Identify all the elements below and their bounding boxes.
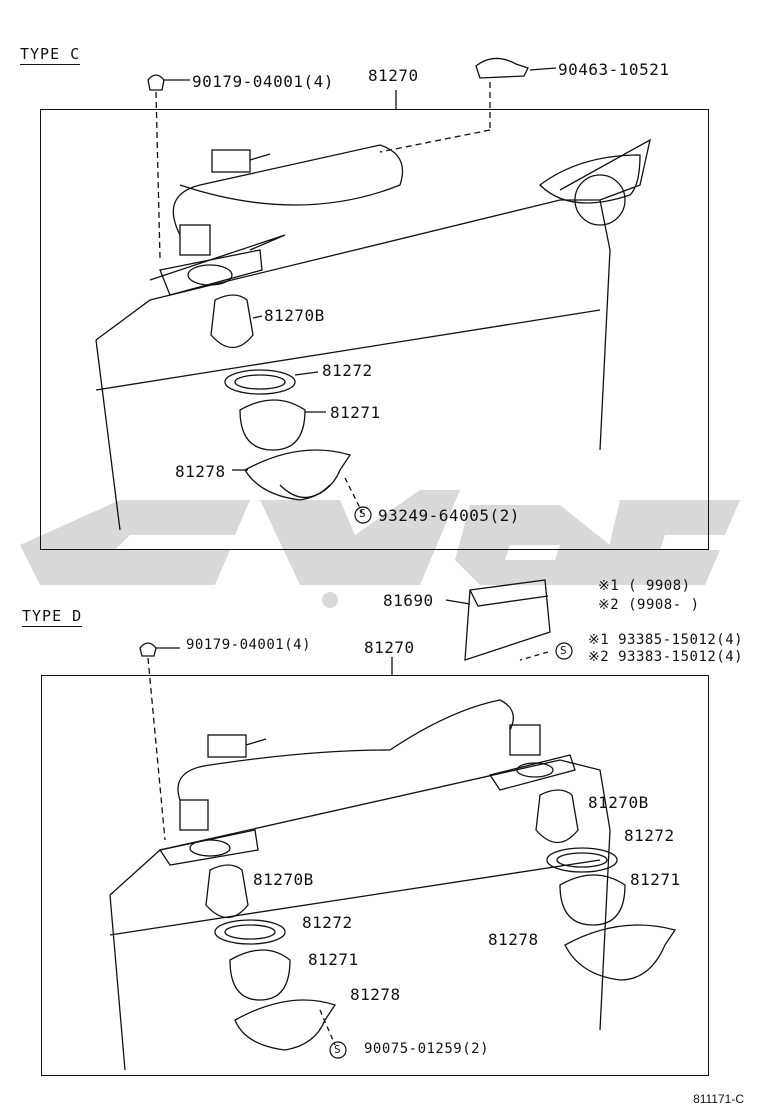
lens-d-left-label: 81271: [308, 950, 359, 969]
s-symbol-mid: [555, 642, 573, 660]
diagram-code: 811171-C: [693, 1092, 744, 1106]
lens-d-right-label: 81271: [630, 870, 681, 889]
watermark: [20, 490, 740, 608]
lens-c-label: 81271: [330, 403, 381, 422]
assembly-c-label: 81270: [368, 66, 419, 85]
bulb-d-left-label: 81270B: [253, 870, 314, 889]
s-d-label: S: [334, 1043, 342, 1056]
housing-c-label: 81278: [175, 462, 226, 481]
clamp-c-label: 90463-10521: [558, 60, 670, 79]
assembly-d-label: 81270: [364, 638, 415, 657]
screw1-label: ※1 93385-15012(4): [588, 632, 744, 648]
bracket-icon: [464, 579, 551, 661]
gasket-d-left-label: 81272: [302, 913, 353, 932]
type-c-label: TYPE C: [20, 45, 81, 65]
type-d-frame: [41, 675, 709, 1076]
note2-label: ※2 (9908- ): [598, 597, 700, 613]
housing-d-left-label: 81278: [350, 985, 401, 1004]
clip-d-icon: [139, 642, 157, 657]
type-d-label: TYPE D: [22, 607, 83, 627]
s-mid-label: S: [560, 644, 568, 657]
note1-label: ※1 ( 9908): [598, 578, 691, 594]
s-symbol-c: [354, 506, 372, 524]
clip-c-icon: [147, 74, 165, 91]
type-c-frame: [40, 109, 709, 550]
clip-c-label: 90179-04001(4): [192, 72, 334, 91]
bulb-c-label: 81270B: [264, 306, 325, 325]
screw-d-label: 90075-01259(2): [364, 1041, 490, 1057]
gasket-c-label: 81272: [322, 361, 373, 380]
clip-d-label: 90179-04001(4): [186, 637, 312, 653]
s-c-label: S: [359, 507, 367, 520]
screw2-label: ※2 93383-15012(4): [588, 649, 744, 665]
gasket-d-right-label: 81272: [624, 826, 675, 845]
bulb-d-right-label: 81270B: [588, 793, 649, 812]
s-symbol-d: [329, 1041, 347, 1059]
housing-d-right-label: 81278: [488, 930, 539, 949]
clamp-c-icon: [475, 57, 529, 79]
screw-c-label: 93249-64005(2): [378, 506, 520, 525]
part-81690-label: 81690: [383, 591, 434, 610]
